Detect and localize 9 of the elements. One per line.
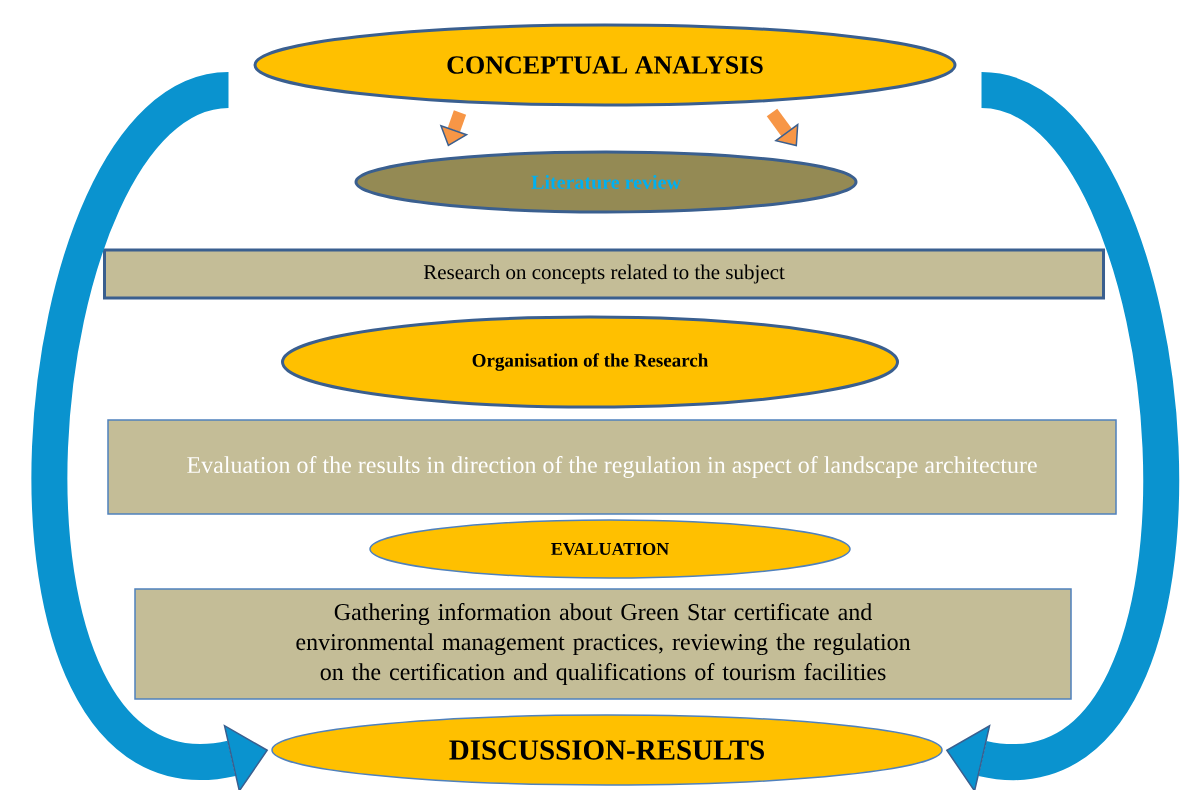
block-arrow: [766, 108, 799, 147]
ellipse-node: CONCEPTUAL ANALYSIS: [253, 23, 957, 107]
process-box: Gathering information about Green Star certificate and environmental management practices, reviewing the regulation on the certification and qualifications of tourism facilities: [134, 588, 1072, 700]
ellipse-node: DISCUSSION-RESULTS: [271, 714, 943, 786]
ellipse-node: Organisation of the Research: [281, 315, 899, 409]
ellipse-node: EVALUATION: [369, 519, 851, 579]
ellipse-node: Literature review: [354, 150, 858, 214]
process-box: Research on concepts related to the subject: [103, 248, 1105, 300]
process-box: Evaluation of the results in direction of the regulation in aspect of landscape architecture: [107, 419, 1117, 515]
